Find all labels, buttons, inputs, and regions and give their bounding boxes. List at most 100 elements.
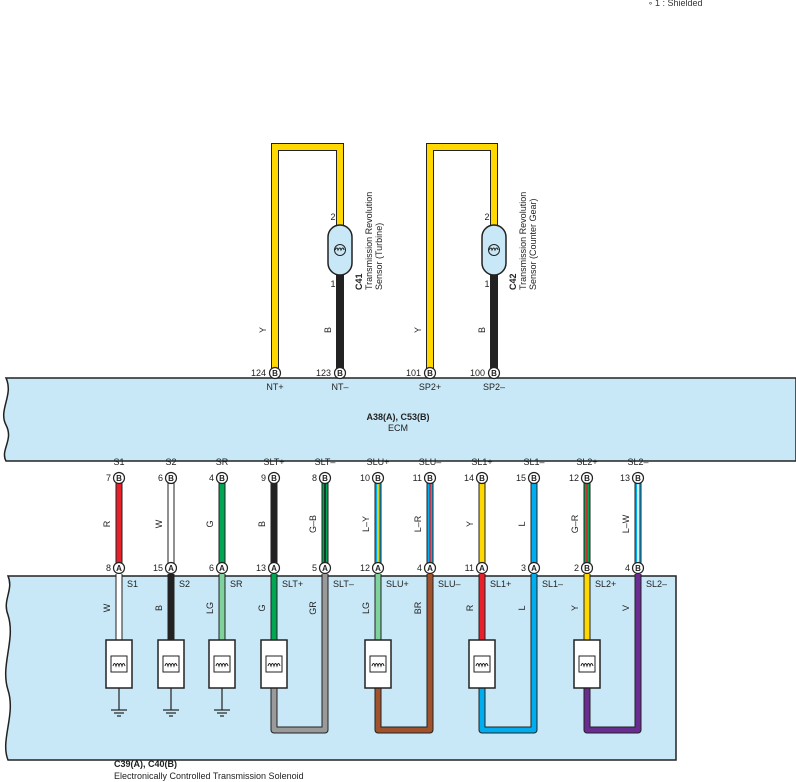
solenoid-pin-number: 13 bbox=[256, 563, 266, 573]
solenoid-pin-SL2+: B bbox=[580, 561, 594, 575]
svg-text:A: A bbox=[427, 564, 433, 573]
svg-text:B: B bbox=[584, 564, 590, 573]
coil-icon bbox=[162, 655, 180, 673]
sensor-body bbox=[481, 224, 507, 276]
solenoid-pin-number: 4 bbox=[417, 563, 422, 573]
internal-wire-label: R bbox=[465, 604, 475, 611]
ecm-signal-label: SL2– bbox=[627, 457, 648, 467]
ecm-pin-number: 10 bbox=[360, 473, 370, 483]
ecm-pin-number: 4 bbox=[209, 473, 214, 483]
ecm-pin-SL2+: B bbox=[580, 471, 594, 485]
solenoid-pin-SR: A bbox=[215, 561, 229, 575]
solenoid-coil bbox=[208, 639, 236, 689]
internal-wire-label: BR bbox=[413, 601, 423, 614]
sensor-name-line2: Sensor (Turbine) bbox=[374, 223, 384, 290]
ecm-signal-label: S1 bbox=[113, 457, 124, 467]
coil-icon bbox=[473, 655, 491, 673]
ecm-pin-number: 123 bbox=[316, 368, 331, 378]
solenoid-coil bbox=[364, 639, 392, 689]
svg-text:B: B bbox=[427, 474, 433, 483]
sensor-pin-bottom: 1 bbox=[484, 279, 489, 289]
sensor-wire-y bbox=[272, 144, 343, 373]
ecm-pin-number: 12 bbox=[569, 473, 579, 483]
harness-wire-label: G–B bbox=[308, 515, 318, 533]
solenoid-pin-number: 11 bbox=[465, 563, 474, 573]
solenoid-pin-number: 2 bbox=[574, 563, 579, 573]
internal-wire-label: GR bbox=[308, 601, 318, 615]
solenoid-pin-SLT–: A bbox=[318, 561, 332, 575]
harness-wire-label: R bbox=[102, 520, 112, 527]
sensor-pin-bottom: 1 bbox=[330, 279, 335, 289]
ecm-pin-SR: B bbox=[215, 471, 229, 485]
harness-wire-label: B bbox=[257, 521, 267, 527]
coil-icon bbox=[488, 244, 500, 256]
solenoid-signal-label: SLT+ bbox=[282, 579, 303, 589]
internal-wire-label: Y bbox=[570, 605, 580, 611]
solenoid-signal-label: SLT– bbox=[333, 579, 354, 589]
solenoid-pin-number: 8 bbox=[106, 563, 111, 573]
ecm-name: ECM bbox=[388, 423, 408, 433]
svg-text:B: B bbox=[427, 369, 433, 378]
solenoid-pin-number: 15 bbox=[153, 563, 163, 573]
solenoid-coil bbox=[468, 639, 496, 689]
coil-icon bbox=[213, 655, 231, 673]
ecm-pin-signal: SP2– bbox=[483, 382, 505, 392]
wire-color-label: Y bbox=[258, 327, 268, 333]
solenoid-pin-number: 6 bbox=[209, 563, 214, 573]
ecm-pin-S2: B bbox=[164, 471, 178, 485]
sensor-pin-top: 2 bbox=[330, 212, 335, 222]
coil-icon bbox=[369, 655, 387, 673]
ecm-pin-S1: B bbox=[112, 471, 126, 485]
sensor-name-line1: Transmission Revolution bbox=[518, 192, 528, 290]
wire-color-label: Y bbox=[413, 327, 423, 333]
ecm-pin-number: 9 bbox=[261, 473, 266, 483]
solenoid-pin-SL1–: A bbox=[527, 561, 541, 575]
solenoid-SR: LG bbox=[205, 574, 236, 717]
ecm-pin-number: 13 bbox=[620, 473, 630, 483]
svg-text:B: B bbox=[479, 474, 485, 483]
solenoid-S1: W bbox=[102, 574, 133, 717]
harness-wire-label: L–W bbox=[621, 514, 631, 533]
ecm-signal-label: SLT– bbox=[315, 457, 336, 467]
solenoid-pin-S1: A bbox=[112, 561, 126, 575]
internal-wire-label: L bbox=[517, 605, 527, 610]
ecm-pin-number: 100 bbox=[470, 368, 485, 378]
ecm-pin-SL1+: B bbox=[475, 471, 489, 485]
ecm-pin-number: 8 bbox=[312, 473, 317, 483]
sensor-body bbox=[327, 224, 353, 276]
svg-text:B: B bbox=[491, 369, 497, 378]
svg-text:B: B bbox=[116, 474, 122, 483]
internal-wire-label: W bbox=[102, 603, 112, 612]
internal-wire-label: G bbox=[257, 604, 267, 611]
solenoid-signal-label: SL1– bbox=[542, 579, 563, 589]
solenoid-pin-SLU–: A bbox=[423, 561, 437, 575]
ecm-pin-number: 124 bbox=[251, 368, 266, 378]
internal-loop bbox=[584, 574, 641, 733]
harness-wire-label: Y bbox=[465, 521, 475, 527]
ecm-pin-SLU–: B bbox=[423, 471, 437, 485]
harness-wire-label: L–Y bbox=[361, 516, 371, 532]
solenoid-pin-number: 5 bbox=[312, 563, 317, 573]
sensor-code: C42 bbox=[508, 273, 518, 290]
svg-text:B: B bbox=[322, 474, 328, 483]
sensor-pin-top: 2 bbox=[484, 212, 489, 222]
solenoid-pair-SLT+: G GR bbox=[257, 574, 329, 734]
ecm-signal-label: SL2+ bbox=[576, 457, 597, 467]
ecm-pin-NT–: B bbox=[333, 366, 347, 380]
svg-text:A: A bbox=[116, 564, 122, 573]
ecm-signal-label: SL1– bbox=[523, 457, 544, 467]
internal-loop bbox=[375, 574, 433, 733]
internal-loop bbox=[271, 574, 328, 733]
svg-text:A: A bbox=[322, 564, 328, 573]
ecm-pin-SLT+: B bbox=[267, 471, 281, 485]
